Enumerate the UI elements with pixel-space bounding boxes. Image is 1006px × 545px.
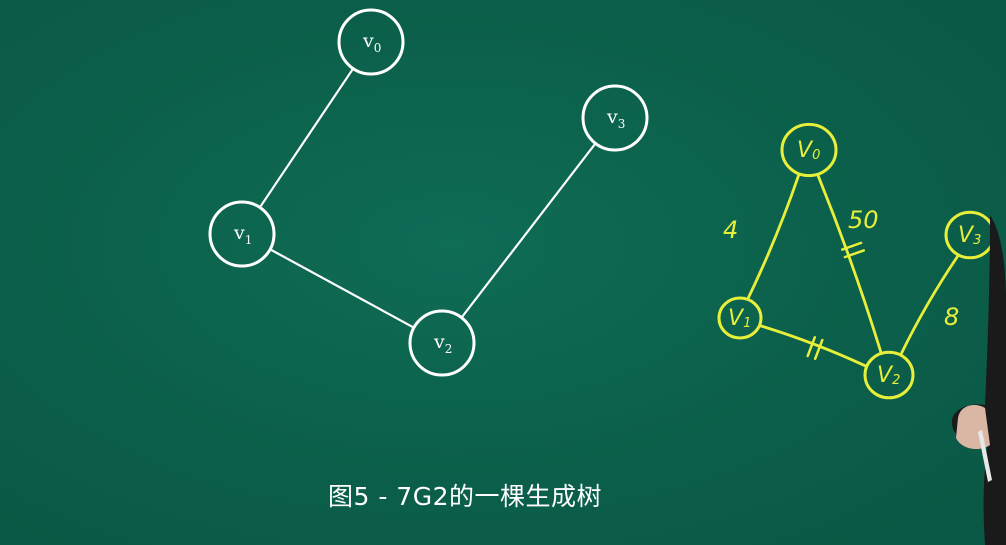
hand-node-subscript: 0	[812, 148, 820, 163]
tree-node-subscript: 0	[374, 41, 382, 55]
hand-node-subscript: 3	[973, 233, 981, 248]
tree-node-circle	[337, 8, 405, 76]
edge-weight-V2-V3: 8	[944, 303, 959, 331]
tree-node-v2: v2	[408, 309, 476, 377]
hand-edge-V2-V3	[899, 254, 960, 356]
tree-node-v1: v1	[208, 200, 276, 268]
tree-node-subscript: 1	[245, 233, 253, 247]
tree-node-circle	[408, 309, 476, 377]
tree-node-circle	[208, 200, 276, 268]
tree-node-v3: v3	[581, 84, 649, 152]
cross-out-mark	[843, 249, 866, 259]
tree-node-circle	[581, 84, 649, 152]
cross-out-mark	[813, 338, 824, 361]
hand-node-circle	[717, 296, 763, 340]
tree-node-subscript: 3	[618, 117, 626, 131]
tree-node-label: v1	[233, 222, 252, 247]
hand-node-circle	[863, 350, 915, 400]
hand-edge-V0-V1	[746, 173, 801, 300]
presenter-hand	[951, 215, 1006, 545]
hand-edge-V1-V2	[758, 324, 868, 368]
tree-node-label: v0	[362, 30, 381, 55]
tree-edge-v1-v2	[269, 248, 415, 329]
tree-node-v0: v0	[337, 8, 405, 76]
tree-node-subscript: 2	[445, 342, 453, 356]
hand-node-label: V0	[797, 138, 820, 163]
spanning-tree-diagram: v0 v1 v2 v3	[208, 8, 649, 377]
cross-out-mark	[840, 241, 863, 251]
hand-node-V1: V1	[717, 296, 763, 340]
hand-node-subscript: 1	[743, 316, 751, 331]
hand-node-label: V1	[728, 306, 751, 331]
hand-node-V2: V2	[863, 350, 915, 400]
hand-node-V0: V0	[780, 122, 838, 178]
hand-node-subscript: 2	[892, 373, 900, 388]
hand-edge-V0-V2	[816, 174, 883, 354]
tree-node-label: v3	[606, 106, 625, 131]
tree-edge-v0-v1	[258, 67, 355, 209]
hand-node-V3: V3	[944, 210, 996, 260]
tree-node-label: v2	[433, 331, 452, 356]
edge-weight-V0-V1: 4	[723, 216, 738, 244]
figure-caption: 图5 - 7G2的一棵生成树	[327, 482, 602, 511]
tree-edge-v2-v3	[460, 142, 597, 319]
cross-out-mark	[806, 335, 817, 358]
hand-node-circle	[780, 122, 838, 178]
hand-node-label: V2	[877, 363, 900, 388]
edge-weight-V0-V2: 50	[848, 206, 879, 234]
hand-node-label: V3	[958, 223, 981, 248]
